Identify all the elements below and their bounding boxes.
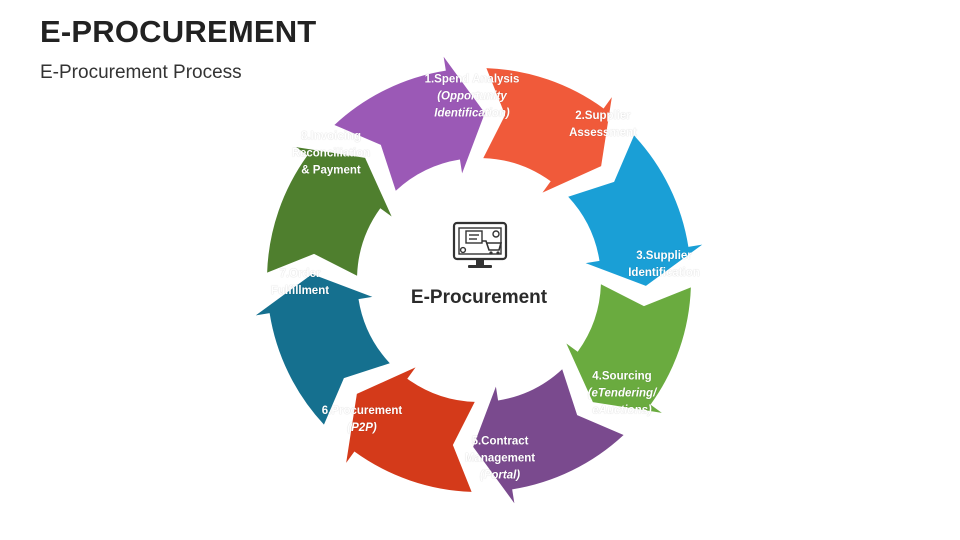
computer-shopping-cart-icon (452, 221, 508, 268)
step-1-note: Identification) (434, 107, 510, 120)
cycle-arrow-step-6 (346, 367, 475, 492)
cycle-arrow-step-8 (267, 147, 392, 276)
page-title: E-PROCUREMENT (40, 14, 317, 49)
step-5-note: (Portal) (479, 469, 521, 482)
step-5-text: Management (464, 452, 536, 465)
step-1-note: (Opportunity (437, 90, 507, 103)
step-3-text: 3.Supplier (636, 250, 692, 262)
step-5-text: 5.Contract (471, 435, 529, 448)
step-8-text: 8.Invoicing (300, 130, 362, 143)
step-6-note: (P2P) (347, 422, 377, 434)
step-8-text: & Payment (301, 164, 361, 177)
step-6-text: 6.Procurement (321, 405, 403, 417)
step-6-label: 6.Procurement (P2P) (287, 403, 437, 437)
step-4-label: 4.Sourcing (eTendering/eAuctions) (547, 369, 697, 420)
center-label: E-Procurement (410, 287, 548, 308)
step-4-note: (eTendering/ (587, 387, 657, 400)
step-3-text: Identification (628, 267, 700, 279)
cycle-arrow-step-2 (483, 68, 612, 193)
step-4-note: eAuctions) (592, 404, 652, 417)
cycle-arrow-step-1 (334, 56, 485, 191)
step-7-text: 7.Order (279, 268, 321, 280)
step-2-text: Assessment (569, 127, 637, 139)
step-8-text: Reconciliation (291, 147, 371, 160)
step-1-text: 1.Spend Analysis (424, 73, 520, 86)
cycle-arrow-step-5 (473, 369, 624, 504)
step-4-text: 4.Sourcing (592, 370, 652, 383)
step-7-text: Fulfillment (270, 285, 330, 297)
cycle-arrow-step-3 (568, 135, 703, 286)
page-subtitle: E-Procurement Process (40, 62, 242, 83)
cycle-arrow-step-4 (566, 284, 691, 413)
cycle-arrow-step-7 (255, 274, 390, 425)
step-2-text: 2.Supplier (575, 110, 631, 122)
